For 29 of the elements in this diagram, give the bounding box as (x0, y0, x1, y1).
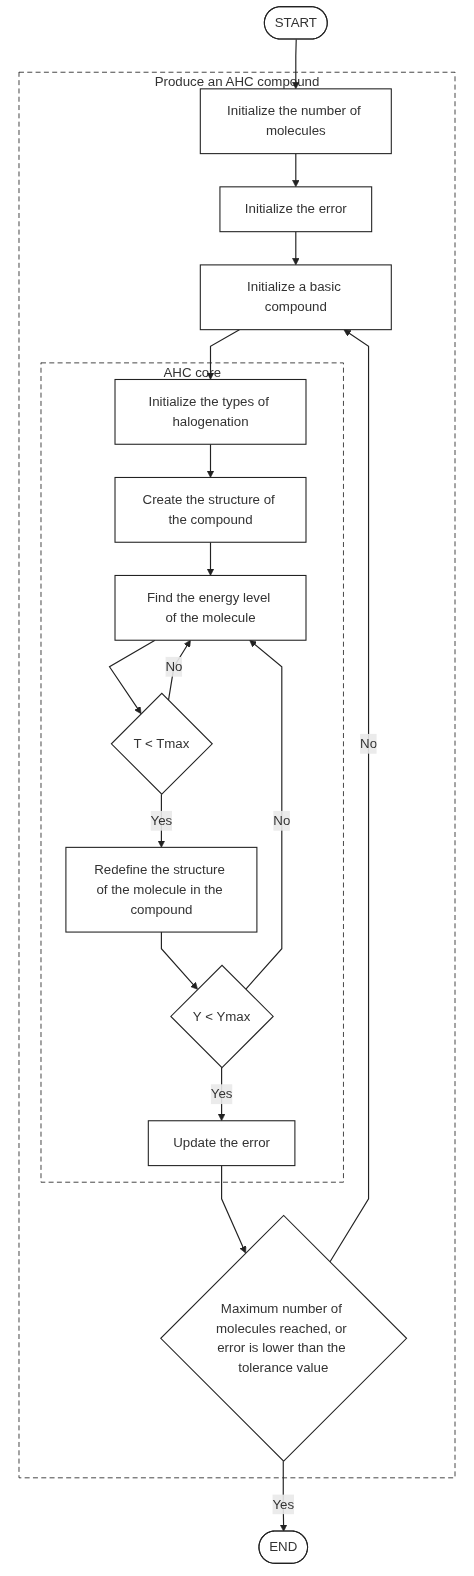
node-box: Update the error (147, 1120, 296, 1167)
arrow (329, 329, 370, 1263)
arrow (221, 1165, 247, 1254)
edge-label: Yes (272, 1496, 295, 1512)
arrow (206, 443, 215, 478)
node-diamond: Y < Ymax (170, 964, 274, 1069)
node-box: Initialize the number of molecules (199, 88, 392, 155)
edge-label: No (165, 659, 183, 674)
node-box: Redefine the structure of the molecule in the compound (65, 846, 258, 933)
arrow (292, 153, 300, 188)
edge-label: Yes (150, 813, 173, 828)
arrow (160, 931, 198, 990)
node-box: Initialize the types of halogenation (114, 378, 307, 445)
node-box: Create the structure of the compound (114, 476, 307, 543)
arrow (292, 38, 300, 90)
arrow (292, 231, 300, 266)
edge-label: No (273, 813, 291, 828)
arrow (206, 541, 215, 576)
node-box: Initialize the error (219, 186, 373, 233)
arrow (157, 793, 166, 848)
arrow (279, 1460, 288, 1532)
arrow (245, 639, 283, 990)
node-box: Find the energy level of the molecule (114, 574, 307, 641)
node-diamond: Maximum number of molecules reached, or error is lower than the tolerance value (160, 1214, 408, 1462)
node-diamond: T < Tmax (110, 692, 213, 795)
edge-label: No (360, 736, 378, 751)
edge-label: Yes (210, 1086, 233, 1101)
arrow (108, 639, 156, 714)
node-box: Initialize a basic compound (199, 264, 392, 331)
